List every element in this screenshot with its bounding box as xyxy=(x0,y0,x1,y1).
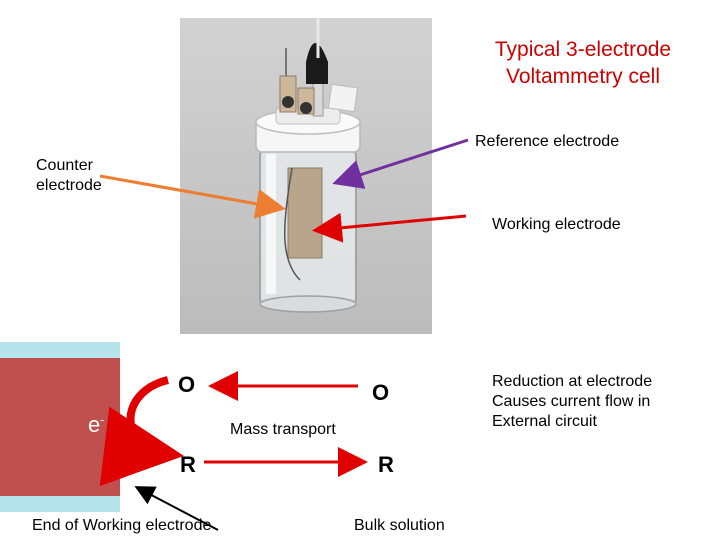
counter-electrode-label: Counter electrode xyxy=(36,156,102,196)
electrode-pointer-arrow xyxy=(134,486,219,531)
reduced-species-surface: R xyxy=(180,452,196,477)
electron-letter: e xyxy=(88,412,101,437)
cell-photo xyxy=(180,18,432,334)
diagram-title: Typical 3-electrode Voltammetry cell xyxy=(458,36,708,90)
reduction-note: Reduction at electrode Causes current fl… xyxy=(492,372,652,432)
bulk-solution-label: Bulk solution xyxy=(354,517,445,534)
counter-arrow xyxy=(99,174,286,219)
title-line-1: Typical 3-electrode xyxy=(494,38,672,61)
reduction-line-1: Reduction at electrode xyxy=(492,373,653,390)
title-line-2: Voltammetry cell xyxy=(505,65,661,88)
reference-arrow xyxy=(332,138,469,189)
oxidized-species-surface: O xyxy=(178,372,196,397)
reduction-line-2: Causes current flow in xyxy=(492,393,651,410)
oxidized-species-bulk: O xyxy=(372,380,390,405)
counter-line-2: electrode xyxy=(36,177,102,194)
working-electrode-label: Working electrode xyxy=(492,216,621,233)
end-of-working-electrode-label: End of Working electrode xyxy=(32,517,212,534)
counter-line-1: Counter xyxy=(36,157,93,174)
reduced-species-bulk: R xyxy=(378,452,394,477)
mass-transport-label: Mass transport xyxy=(230,421,336,438)
reduction-curve-arrow xyxy=(99,376,184,487)
reference-electrode-label: Reference electrode xyxy=(475,133,620,150)
working-arrow xyxy=(312,212,467,243)
reduction-line-3: External circuit xyxy=(492,413,597,430)
